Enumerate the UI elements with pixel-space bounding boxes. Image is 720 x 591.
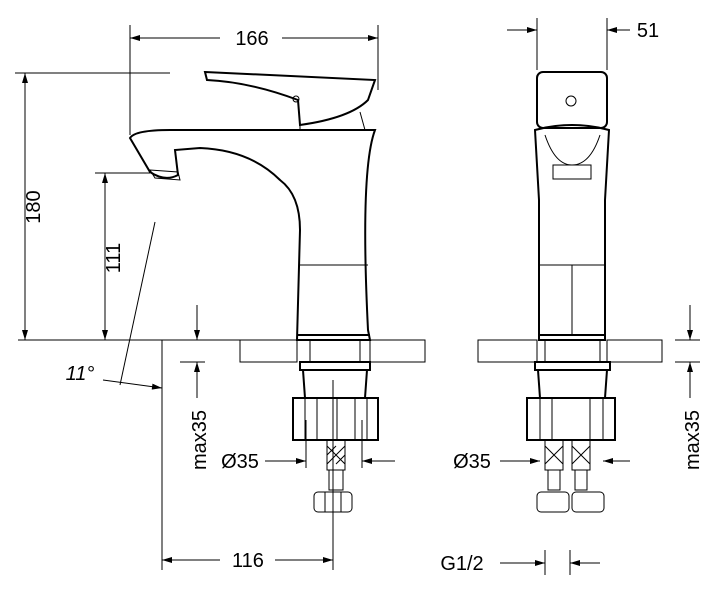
front-view <box>128 70 426 570</box>
dim-max35-left: max35 <box>189 410 211 470</box>
dimension-labels: 166 51 180 111 11° max35 Ø35 116 G1/2 Ø3… <box>23 20 704 575</box>
dim-51: 51 <box>637 20 659 42</box>
dim-angle: 11° <box>66 363 95 385</box>
dim-diameter-right: Ø35 <box>453 451 491 473</box>
dimension-lines <box>15 18 700 575</box>
dim-diameter-left: Ø35 <box>221 451 259 473</box>
dim-180: 180 <box>23 190 45 223</box>
dim-111: 111 <box>103 243 125 273</box>
dim-116: 116 <box>232 550 264 572</box>
dim-max35-right: max35 <box>682 410 704 470</box>
dim-166: 166 <box>235 28 268 50</box>
side-view <box>477 71 663 513</box>
dim-thread: G1/2 <box>440 553 483 575</box>
